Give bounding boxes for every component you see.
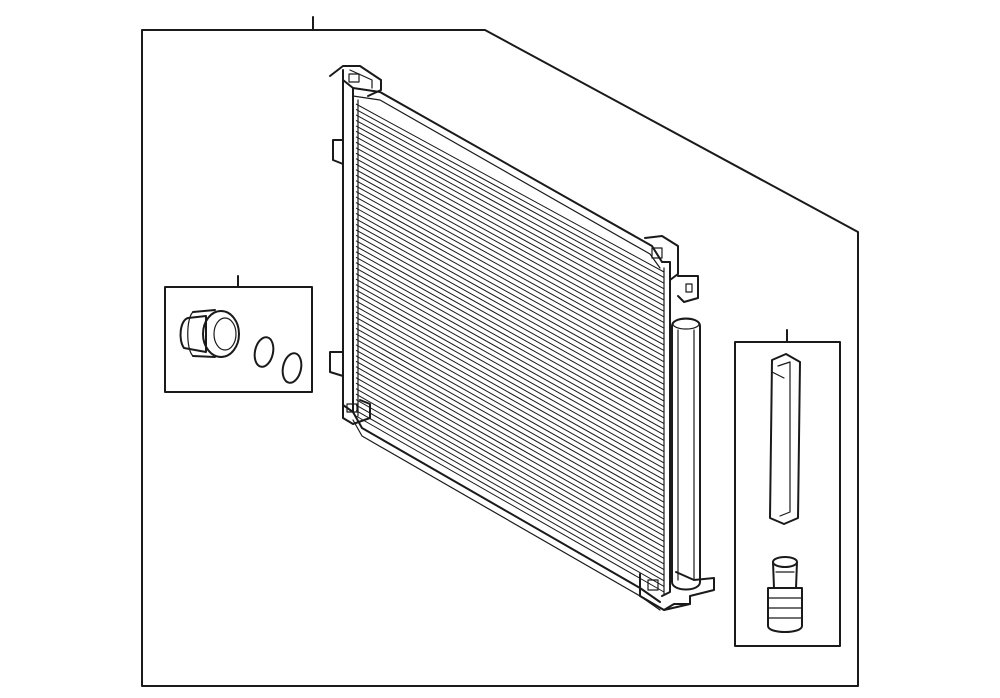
condenser-fin: [355, 267, 665, 441]
condenser-fin: [355, 388, 665, 565]
condenser-fin: [355, 327, 665, 503]
condenser-fin: [355, 180, 665, 352]
drier-plug[interactable]: [767, 556, 803, 633]
condenser-fin: [355, 114, 665, 284]
condenser-left-tab-mid: [332, 139, 344, 165]
condenser-fin: [355, 229, 665, 402]
condenser-fin: [355, 415, 665, 593]
condenser-fin: [355, 207, 665, 380]
condenser-right-frame: [661, 261, 671, 597]
condenser-fin: [355, 355, 665, 531]
condenser-left-tab-low: [329, 351, 344, 377]
condenser-fin: [355, 399, 665, 576]
condenser-fin: [355, 158, 665, 329]
mount-hole-bottom-right: [647, 579, 659, 591]
condenser-fin: [355, 245, 665, 419]
condenser-fin: [355, 306, 665, 481]
condenser-fin: [355, 410, 665, 587]
condenser-fin: [355, 404, 665, 582]
condenser-fin: [355, 278, 665, 453]
condenser-fin: [355, 289, 665, 464]
condenser-fin: [355, 377, 665, 554]
condenser-fin: [355, 311, 665, 486]
condenser-fin: [355, 136, 665, 307]
condenser-fin: [355, 152, 665, 323]
desiccant-bag[interactable]: [769, 353, 801, 525]
condenser-fin: [355, 371, 665, 548]
condenser-fin: [355, 125, 665, 295]
condenser-fin: [355, 322, 665, 497]
condenser-left-frame: [342, 69, 354, 413]
condenser-fin: [355, 185, 665, 357]
mount-hole-top-left: [348, 73, 360, 83]
o-ring-1[interactable]: [252, 335, 276, 368]
condenser-fin: [355, 344, 665, 520]
condenser-fin: [355, 360, 665, 537]
condenser[interactable]: [329, 65, 715, 611]
condenser-fin: [355, 109, 665, 279]
condenser-fin: [355, 273, 665, 447]
condenser-fin: [355, 213, 665, 385]
condenser-fin: [355, 251, 665, 425]
condenser-left-bracket-bottom: [342, 397, 371, 425]
condenser-fin: [355, 163, 665, 335]
condenser-fin: [355, 295, 665, 469]
condenser-fin: [355, 141, 665, 312]
o-ring-2[interactable]: [280, 351, 304, 384]
condenser-fin: [355, 196, 665, 368]
condenser-fin: [355, 284, 665, 458]
mount-hole-top-right: [651, 247, 663, 259]
receiver-drier[interactable]: [671, 317, 701, 591]
condenser-right-tab: [677, 275, 699, 303]
condenser-fin: [355, 147, 665, 318]
condenser-fin: [355, 119, 665, 290]
condenser-fin: [355, 174, 665, 346]
kit-box-right: [734, 341, 841, 647]
condenser-fin: [355, 240, 665, 413]
condenser-fin: [355, 234, 665, 408]
receiver-cap[interactable]: [179, 309, 240, 358]
condenser-fins: [355, 99, 665, 595]
condenser-fin: [355, 262, 665, 436]
condenser-fin: [355, 191, 665, 363]
condenser-right-bracket-top: [644, 235, 679, 281]
condenser-fin: [355, 103, 665, 273]
condenser-fin: [355, 317, 665, 492]
condenser-fin: [355, 349, 665, 526]
condenser-bottom-tank: [352, 411, 661, 603]
condenser-fin: [355, 393, 665, 570]
condenser-fin: [355, 256, 665, 430]
condenser-fin: [355, 202, 665, 374]
condenser-right-bracket-bottom: [639, 571, 715, 611]
condenser-fin: [355, 218, 665, 391]
condenser-fin: [355, 169, 665, 340]
condenser-fin: [355, 223, 665, 396]
condenser-fin: [355, 130, 665, 301]
assembly-outline: [141, 29, 859, 687]
condenser-fin: [355, 338, 665, 514]
condenser-fin: [355, 300, 665, 475]
condenser-fin: [355, 333, 665, 509]
condenser-fin: [355, 382, 665, 559]
condenser-fin: [355, 366, 665, 542]
condenser-top-tank: [352, 87, 663, 263]
